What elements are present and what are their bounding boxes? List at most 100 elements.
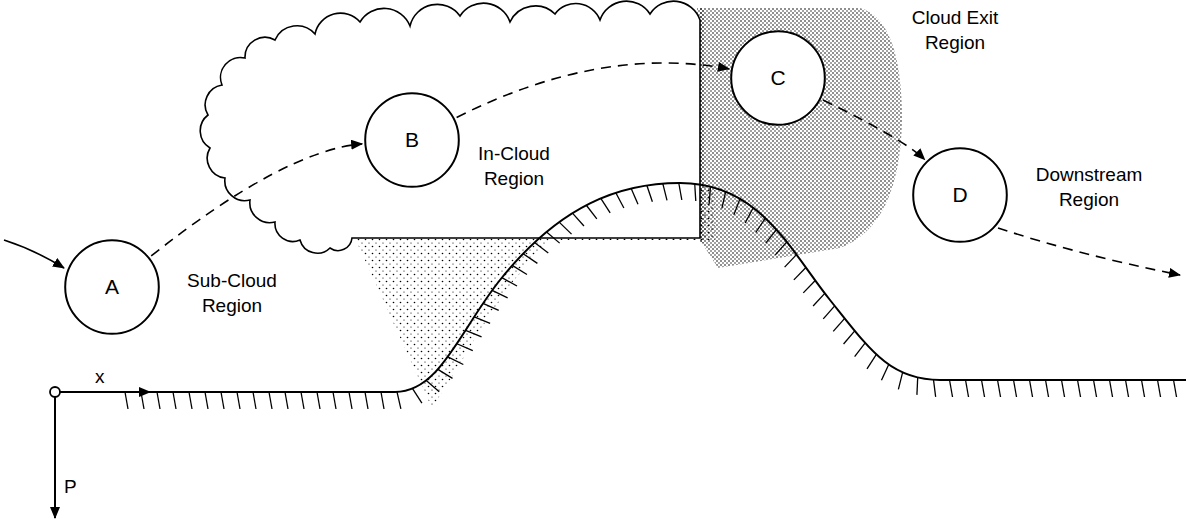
hatch-stroke (1158, 380, 1161, 397)
hatch-stroke (775, 242, 786, 255)
hatch-stroke (867, 354, 876, 369)
hatch-stroke (756, 218, 766, 232)
hatch-stroke (881, 365, 888, 381)
hatch-stroke (157, 392, 160, 409)
origin (50, 387, 60, 397)
hatch-stroke (483, 303, 499, 310)
hatch-stroke (663, 184, 667, 201)
hatch-stroke (1078, 380, 1081, 397)
hatch-stroke (998, 380, 1001, 397)
hatch-stroke (502, 278, 517, 286)
cloud-exit-shading (697, 8, 902, 268)
hatch-stroke (1062, 380, 1065, 397)
hatch-stroke (1126, 380, 1129, 397)
hatch-stroke (253, 392, 256, 409)
parcel-letter: D (912, 147, 1008, 243)
region-label: Downstream Region (1024, 163, 1154, 212)
hatch-stroke (1110, 380, 1113, 397)
hatch-stroke (823, 306, 834, 319)
trajectory-in (4, 240, 64, 268)
hatch-stroke (572, 213, 583, 226)
hatch-stroke (916, 378, 918, 395)
hatch-stroke (722, 192, 726, 209)
hatch-stroke (785, 255, 797, 268)
hatch-stroke (745, 208, 753, 223)
air-parcel: DDownstream Region (912, 147, 1008, 243)
hatch-stroke (426, 380, 439, 391)
hatch-stroke (173, 392, 176, 409)
hatch-stroke (647, 185, 652, 201)
hatch-stroke (317, 392, 320, 409)
hatch-stroke (365, 392, 368, 409)
hatch-stroke (535, 242, 549, 252)
hatch-stroke (601, 198, 610, 213)
trajectory-arrow (823, 100, 925, 160)
hatch-stroke (221, 392, 224, 409)
hatch-stroke (397, 392, 401, 409)
hatch-stroke (1142, 380, 1145, 397)
hatch-stroke (679, 183, 682, 200)
hatch-stroke (448, 357, 463, 365)
hatch-stroke (457, 344, 473, 351)
hatch-stroke (523, 254, 537, 264)
hatch-stroke (734, 199, 740, 215)
hatch-stroke (631, 188, 638, 204)
hatch-stroke (141, 392, 144, 409)
hatch-stroke (466, 330, 482, 337)
hatch-stroke (512, 265, 527, 274)
hatch-stroke (1174, 380, 1177, 397)
hatch-stroke (982, 380, 985, 397)
hatch-stroke (559, 222, 571, 234)
cloud-outline (200, 1, 700, 253)
region-label: Sub-Cloud Region (172, 269, 292, 318)
hatch-stroke (438, 369, 453, 378)
hatch-stroke (844, 331, 855, 344)
trajectory-arrow (151, 144, 362, 256)
hatch-stroke (285, 392, 288, 409)
hatch-stroke (269, 392, 272, 409)
hatch-stroke (301, 392, 304, 409)
hatch-stroke (934, 380, 936, 397)
air-parcel: CCloud Exit Region (730, 30, 826, 126)
air-parcel: BIn-Cloud Region (364, 92, 460, 188)
hatch-stroke (616, 193, 624, 208)
hatch-stroke (1094, 380, 1097, 397)
trajectory-out (998, 228, 1180, 275)
x-axis (60, 391, 150, 393)
hatch-stroke (547, 232, 560, 243)
hatch-stroke (474, 317, 490, 324)
hatch-stroke (492, 290, 507, 298)
hatch-stroke (189, 392, 192, 409)
hatch-stroke (413, 389, 422, 404)
parcel-letter: A (64, 239, 160, 335)
hatch-stroke (237, 392, 240, 409)
hatch-stroke (709, 187, 710, 204)
hatch-stroke (855, 343, 866, 357)
cloud-exit-cover (700, 8, 704, 243)
trajectory-arrow (457, 63, 729, 117)
hatch-stroke (1030, 380, 1033, 397)
terrain-line (55, 183, 1186, 392)
region-label: In-Cloud Region (464, 142, 564, 191)
axis-label: P (64, 476, 77, 498)
hatch-stroke (950, 380, 953, 397)
hatch-stroke (813, 293, 825, 306)
hatch-stroke (695, 184, 696, 201)
region-label: Cloud Exit Region (900, 6, 1010, 55)
hatch-stroke (349, 392, 352, 409)
parcel-letter: B (364, 92, 460, 188)
hatch-stroke (1014, 380, 1017, 397)
hatch-stroke (766, 230, 777, 244)
hatch-stroke (898, 373, 902, 390)
hatch-stroke (586, 205, 596, 219)
hatch-stroke (1046, 380, 1049, 397)
hatch-stroke (125, 392, 128, 409)
hatch-stroke (381, 392, 384, 409)
p-axis (54, 397, 56, 518)
hatch-stroke (833, 318, 844, 331)
ground-hatching (125, 183, 1177, 409)
hatch-stroke (966, 380, 969, 397)
